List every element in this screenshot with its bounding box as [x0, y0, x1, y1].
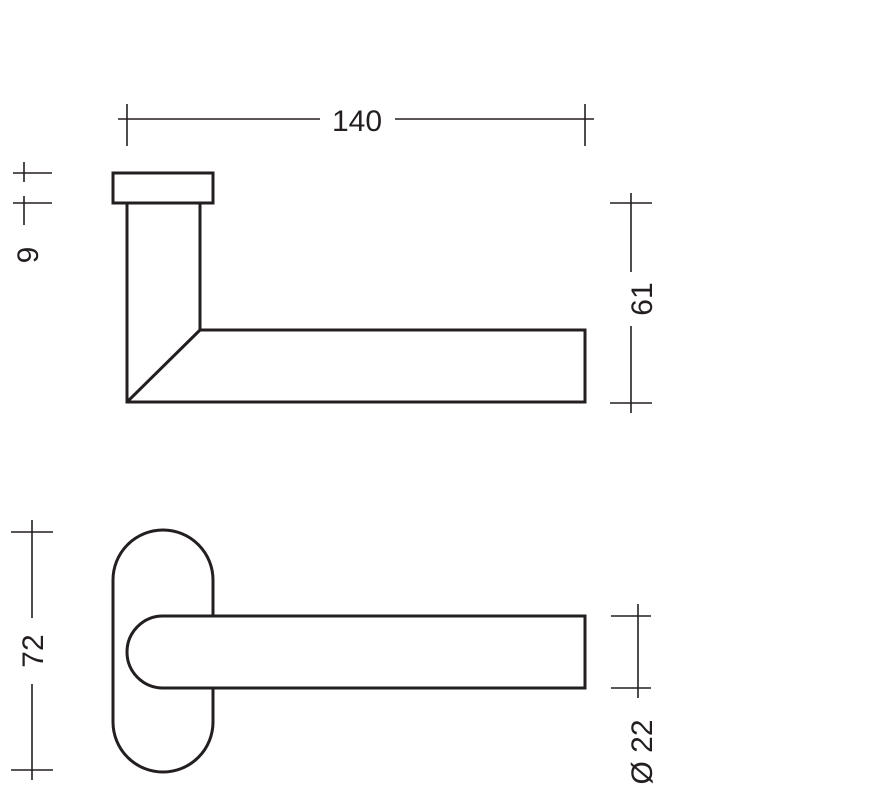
dimension-22: Ø 22	[611, 604, 659, 785]
dimension-label-diameter: Ø 22	[626, 719, 659, 784]
dimension-label-length: 140	[332, 105, 382, 138]
dimension-label-height: 61	[626, 282, 659, 315]
top-view	[111, 528, 587, 774]
lever-top	[125, 614, 587, 690]
rose-side	[111, 171, 215, 205]
dimension-61: 61	[610, 193, 659, 413]
dimension-72: 72	[11, 520, 53, 780]
dimension-label-rose-thickness: 9	[12, 247, 45, 264]
lever-side	[125, 203, 587, 404]
miter-line	[125, 328, 202, 404]
side-view	[111, 171, 587, 404]
dimension-140: 140	[118, 104, 594, 146]
dimension-label-rose-height: 72	[17, 634, 50, 667]
dimension-9: 9	[12, 162, 52, 263]
